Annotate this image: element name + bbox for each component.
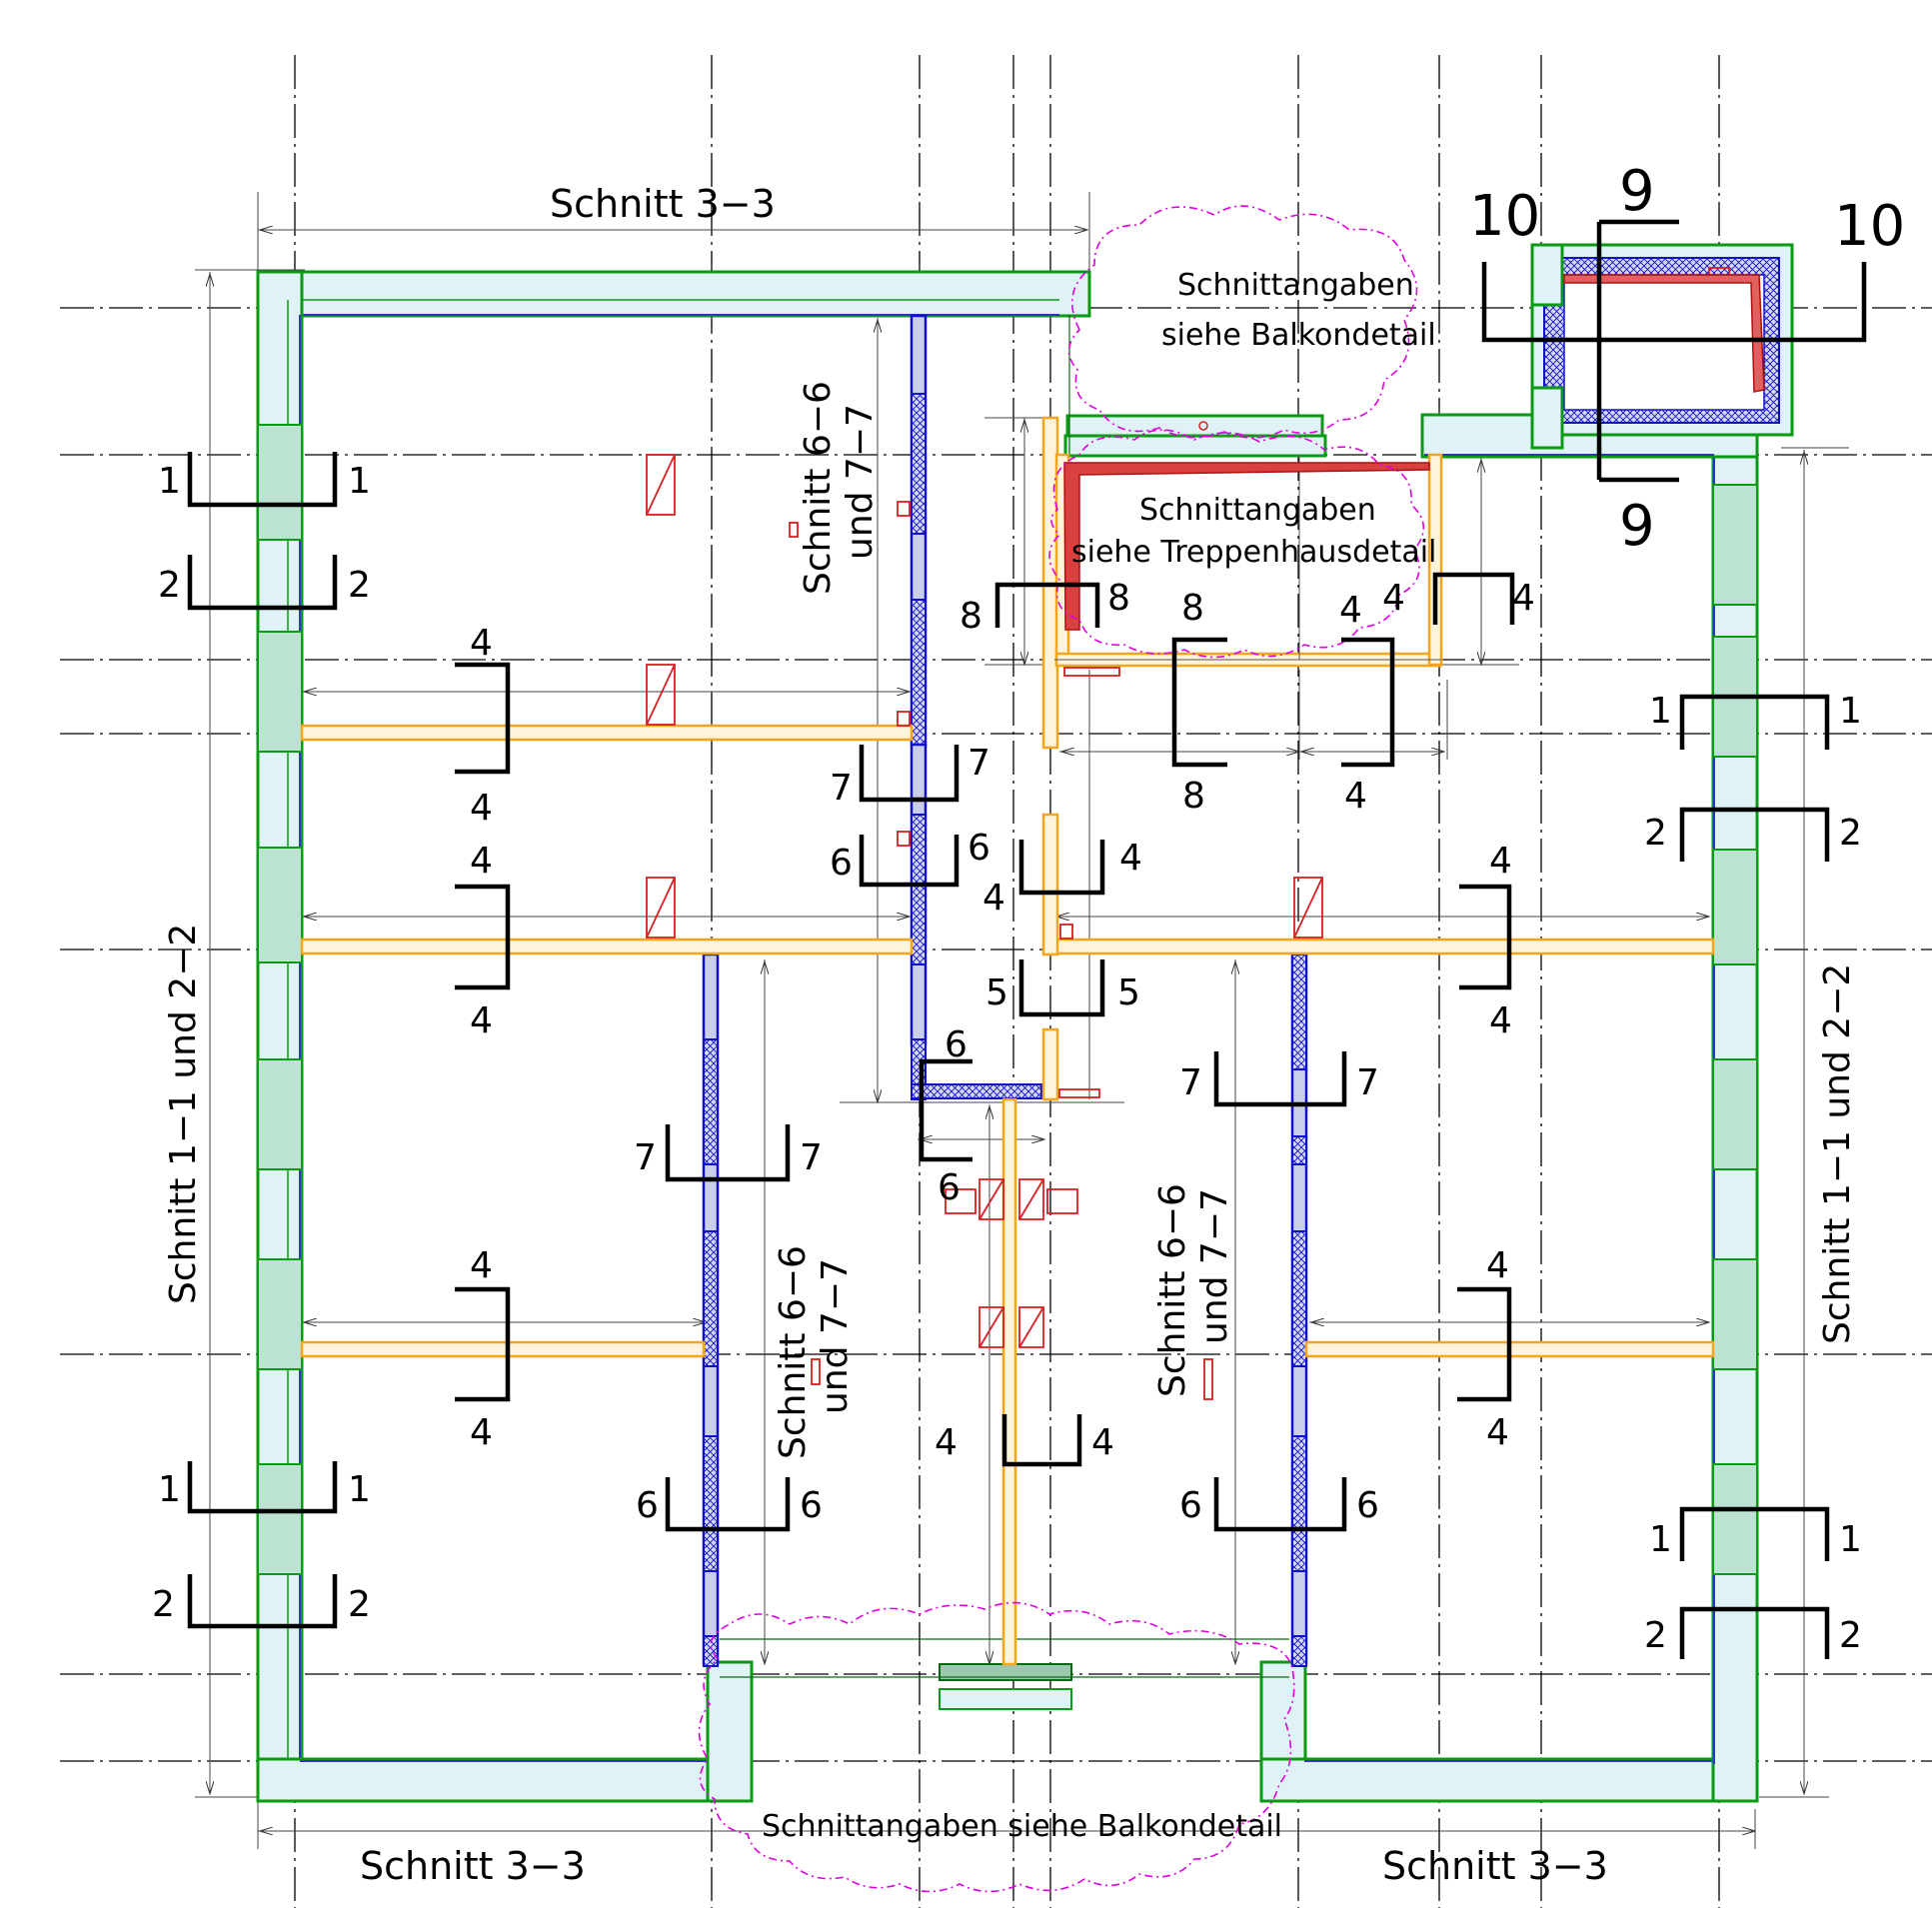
mark-label: 1 [348, 461, 371, 502]
mark-label: 4 [1489, 1000, 1512, 1041]
note-balkon-top-2: siehe Balkondetail [1161, 318, 1436, 353]
mark-label: 8 [1181, 588, 1204, 629]
mark-label: 4 [982, 878, 1005, 919]
mark-label: 8 [1107, 578, 1130, 619]
note-treppe-2: siehe Treppenhausdetail [1071, 535, 1436, 570]
mark-label: 7 [1179, 1062, 1202, 1103]
dimension-lines [195, 192, 1849, 1849]
mark-label: 7 [1356, 1062, 1379, 1103]
mark-label: 2 [348, 565, 371, 606]
mark-label: 1 [1839, 1519, 1862, 1560]
mark-label: 9 [1619, 159, 1655, 224]
mark-label: 5 [1117, 972, 1140, 1013]
mark-label: 4 [935, 1422, 958, 1463]
mark-label: 2 [1644, 1615, 1667, 1656]
mark-label: 6 [830, 843, 853, 884]
section-label-6-6-top: Schnitt 6−6 [798, 381, 839, 595]
section-mark-2-2-right-upper [1679, 807, 1830, 862]
note-balkon-top-1: Schnittangaben [1177, 268, 1414, 303]
interior-walls-blue [702, 314, 1308, 1667]
cloud-balkon-top [1067, 205, 1418, 439]
section-mark-2-2-left-lower [187, 1574, 338, 1629]
section-label-3-3-bottom-right: Schnitt 3−3 [1382, 1844, 1608, 1888]
mark-label: 2 [1644, 813, 1667, 854]
mark-label: 4 [1486, 1412, 1509, 1453]
cloud-treppe [1048, 429, 1425, 659]
mark-label: 5 [985, 972, 1008, 1013]
mark-label: 2 [1839, 1615, 1862, 1656]
mark-label: 4 [1512, 578, 1535, 619]
section-label-7-7-mid-left: und 7−7 [815, 1258, 856, 1414]
mark-label: 4 [470, 1000, 493, 1041]
mark-label: 1 [158, 1469, 181, 1510]
mark-label: 7 [967, 743, 990, 784]
mark-label: 10 [1834, 194, 1905, 259]
mark-label: 4 [1382, 578, 1405, 619]
note-treppe-1: Schnittangaben [1139, 493, 1376, 528]
mark-label: 1 [1649, 691, 1672, 732]
section-label-1-1-right: Schnitt 1−1 und 2−2 [1817, 963, 1858, 1344]
section-label-3-3-bottom-left: Schnitt 3−3 [360, 1844, 586, 1888]
section-label-1-1-left: Schnitt 1−1 und 2−2 [163, 924, 204, 1304]
mark-label: 6 [967, 828, 990, 869]
mark-label: 2 [158, 565, 181, 606]
mark-label: 4 [470, 1412, 493, 1453]
openings-red [646, 267, 1765, 1400]
mark-label: 7 [634, 1137, 657, 1178]
mark-label: 4 [470, 1245, 493, 1286]
mark-label: 4 [1119, 838, 1142, 879]
mark-label: 6 [636, 1485, 659, 1526]
section-mark-1-1-right-lower [1679, 1506, 1830, 1561]
mark-label: 2 [1839, 813, 1862, 854]
mark-label: 4 [470, 841, 493, 882]
section-label-7-7-top: und 7−7 [840, 404, 881, 560]
mark-label: 6 [945, 1024, 967, 1065]
cloud-balkon-bottom [698, 1601, 1295, 1893]
section-mark-1-1-left-lower [187, 1461, 338, 1514]
mark-label: 7 [800, 1137, 823, 1178]
section-mark-1-1-right-upper [1679, 694, 1830, 750]
section-mark-2-2-left-upper [187, 555, 338, 611]
mark-label: 2 [152, 1584, 175, 1625]
mark-label: 1 [1649, 1519, 1672, 1560]
section-label-6-6-mid-left: Schnitt 6−6 [773, 1245, 814, 1459]
mark-label: 1 [348, 1469, 371, 1510]
mark-label: 9 [1619, 494, 1655, 559]
partition-walls-orange [300, 416, 1715, 1666]
section-mark-1-1-left-upper [187, 452, 338, 508]
section-markers [187, 219, 1867, 1659]
mark-label: 6 [800, 1485, 823, 1526]
mark-label: 6 [938, 1167, 961, 1208]
mark-label: 10 [1469, 184, 1540, 249]
mark-label: 4 [1339, 590, 1362, 631]
section-mark-2-2-right-lower [1679, 1606, 1830, 1659]
annotations: Schnitt 3−3 Schnitt 3−3 Schnitt 3−3 Schn… [152, 159, 1905, 1888]
mark-label: 4 [1486, 1245, 1509, 1286]
mark-label: 6 [1179, 1485, 1202, 1526]
section-label-3-3-top: Schnitt 3−3 [550, 182, 776, 226]
section-label-7-7-mid-right: und 7−7 [1194, 1188, 1235, 1344]
mark-label: 4 [1344, 776, 1367, 817]
mark-label: 4 [1091, 1422, 1114, 1463]
section-label-6-6-mid-right: Schnitt 6−6 [1152, 1183, 1193, 1397]
mark-label: 4 [1489, 841, 1512, 882]
mark-label: 2 [348, 1584, 371, 1625]
mark-label: 8 [960, 596, 982, 637]
note-balkon-bottom: Schnittangaben siehe Balkondetail [762, 1809, 1282, 1844]
mark-label: 4 [470, 623, 493, 664]
mark-label: 7 [830, 768, 853, 809]
revision-clouds [698, 205, 1425, 1893]
mark-label: 1 [1839, 691, 1862, 732]
mark-label: 6 [1356, 1485, 1379, 1526]
mark-label: 4 [470, 788, 493, 829]
mark-label: 8 [1182, 776, 1205, 817]
mark-label: 1 [158, 461, 181, 502]
